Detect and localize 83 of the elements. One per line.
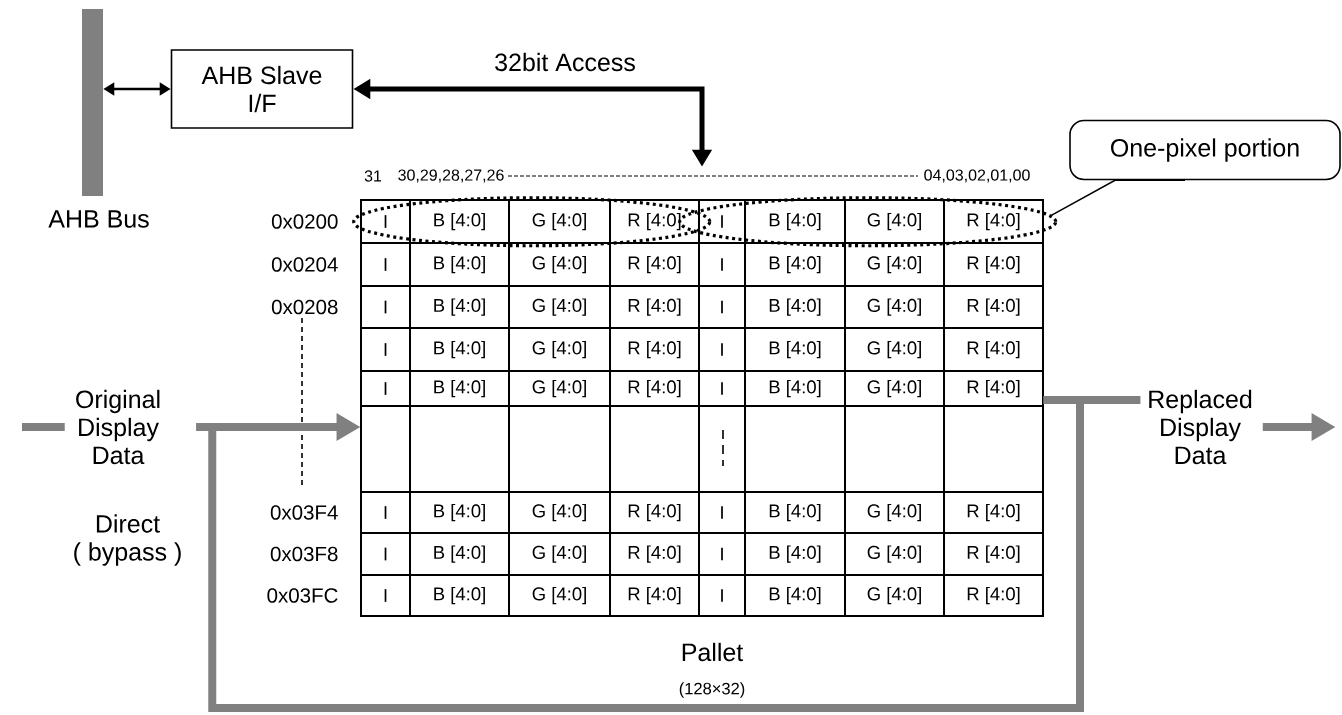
table-cell: G [4:0] — [508, 285, 611, 329]
table-cell: R [4:0] — [609, 574, 700, 617]
table-cell: G [4:0] — [844, 327, 945, 372]
table-cell: B [4:0] — [409, 574, 510, 617]
table-cell: R [4:0] — [943, 199, 1044, 244]
table-cell: R [4:0] — [609, 370, 700, 407]
table-cell: I — [698, 491, 746, 534]
table-cell: R [4:0] — [609, 327, 700, 372]
table-cell: B [4:0] — [744, 242, 846, 287]
table-cell: B [4:0] — [409, 532, 510, 576]
table-cell: I — [360, 285, 411, 329]
table-cell: G [4:0] — [508, 370, 611, 407]
table-cell: G [4:0] — [508, 491, 611, 534]
table-cell: G [4:0] — [844, 285, 945, 329]
address-label: 0x0208 — [271, 299, 338, 315]
table-cell: B [4:0] — [409, 285, 510, 329]
address-label: 0x03FC — [267, 588, 338, 603]
table-cell: I — [360, 199, 411, 244]
table-cell: R [4:0] — [943, 242, 1044, 287]
table-cell: I — [698, 242, 746, 287]
callout-bubble: One-pixel portion — [1069, 119, 1341, 181]
table-cell: I — [698, 574, 746, 617]
table-cell: R [4:0] — [943, 491, 1044, 534]
table-cell: I — [360, 532, 411, 576]
table-cell: B [4:0] — [744, 370, 846, 407]
table-cell: I — [360, 370, 411, 407]
data-label: Original Display Data — [76, 389, 160, 465]
table-cell: G [4:0] — [508, 242, 611, 287]
table-cell: I — [698, 199, 746, 244]
table-cell: G [4:0] — [844, 242, 945, 287]
table-cell: R [4:0] — [943, 327, 1044, 372]
table-cell: G [4:0] — [508, 532, 611, 576]
address-label: 0x03F8 — [270, 546, 338, 562]
table-cell: R [4:0] — [609, 491, 700, 534]
table-cell: G [4:0] — [844, 532, 945, 576]
table-cell: G [4:0] — [844, 491, 945, 534]
bit-number: 04,03,02,01,00 — [924, 169, 1030, 183]
edge-label: Direct ( bypass ) — [74, 514, 181, 566]
table-cell: B [4:0] — [744, 199, 846, 244]
table-title: Pallet — [682, 642, 744, 662]
callout-tail — [1050, 179, 1186, 217]
table-cell: B [4:0] — [409, 327, 510, 372]
address-label: 0x03F4 — [270, 505, 338, 520]
table-cell: G [4:0] — [844, 574, 945, 617]
table-cell: R [4:0] — [943, 285, 1044, 329]
dotted-ellipse — [352, 196, 712, 248]
table-size: (128×32) — [679, 682, 745, 698]
table-cell: I — [360, 574, 411, 617]
table-cell: R [4:0] — [943, 532, 1044, 576]
table-cell: B [4:0] — [409, 242, 510, 287]
interface-box: AHB Slave I/F — [170, 49, 354, 129]
table-cell: R [4:0] — [609, 242, 700, 287]
table-cell: R [4:0] — [609, 532, 700, 576]
table-cell: B [4:0] — [744, 532, 846, 576]
bit-number: 30,29,28,27,26 — [398, 169, 504, 183]
table-cell: R [4:0] — [943, 370, 1044, 407]
table-cell: I — [698, 327, 746, 372]
table-cell: B [4:0] — [409, 370, 510, 407]
table-cell: B [4:0] — [744, 491, 846, 534]
table-cell: I — [698, 370, 746, 407]
table-cell: G [4:0] — [508, 574, 611, 617]
table-cell: B [4:0] — [744, 574, 846, 617]
table-cell: I — [698, 285, 746, 329]
bus-label: AHB Bus — [48, 210, 149, 228]
table-cell: G [4:0] — [844, 199, 945, 244]
table-cell: I — [360, 327, 411, 372]
table-cell: I — [360, 242, 411, 287]
table-cell: G [4:0] — [508, 199, 611, 244]
bit-number: 31 — [364, 170, 382, 182]
table-cell: G [4:0] — [844, 370, 945, 407]
data-label: Replaced Display Data — [1149, 389, 1252, 465]
table-cell: B [4:0] — [744, 327, 846, 372]
table-cell: R [4:0] — [609, 199, 700, 244]
table-cell: B [4:0] — [744, 285, 846, 329]
table-cell: G [4:0] — [508, 327, 611, 372]
address-label: 0x0204 — [271, 257, 338, 272]
edge-label: 32bit Access — [495, 52, 635, 72]
table-cell: I — [360, 491, 411, 534]
table-cell: R [4:0] — [943, 574, 1044, 617]
table-cell: B [4:0] — [409, 199, 510, 244]
table-cell: I — [698, 532, 746, 576]
table-cell: R [4:0] — [609, 285, 700, 329]
table-cell: B [4:0] — [409, 491, 510, 534]
